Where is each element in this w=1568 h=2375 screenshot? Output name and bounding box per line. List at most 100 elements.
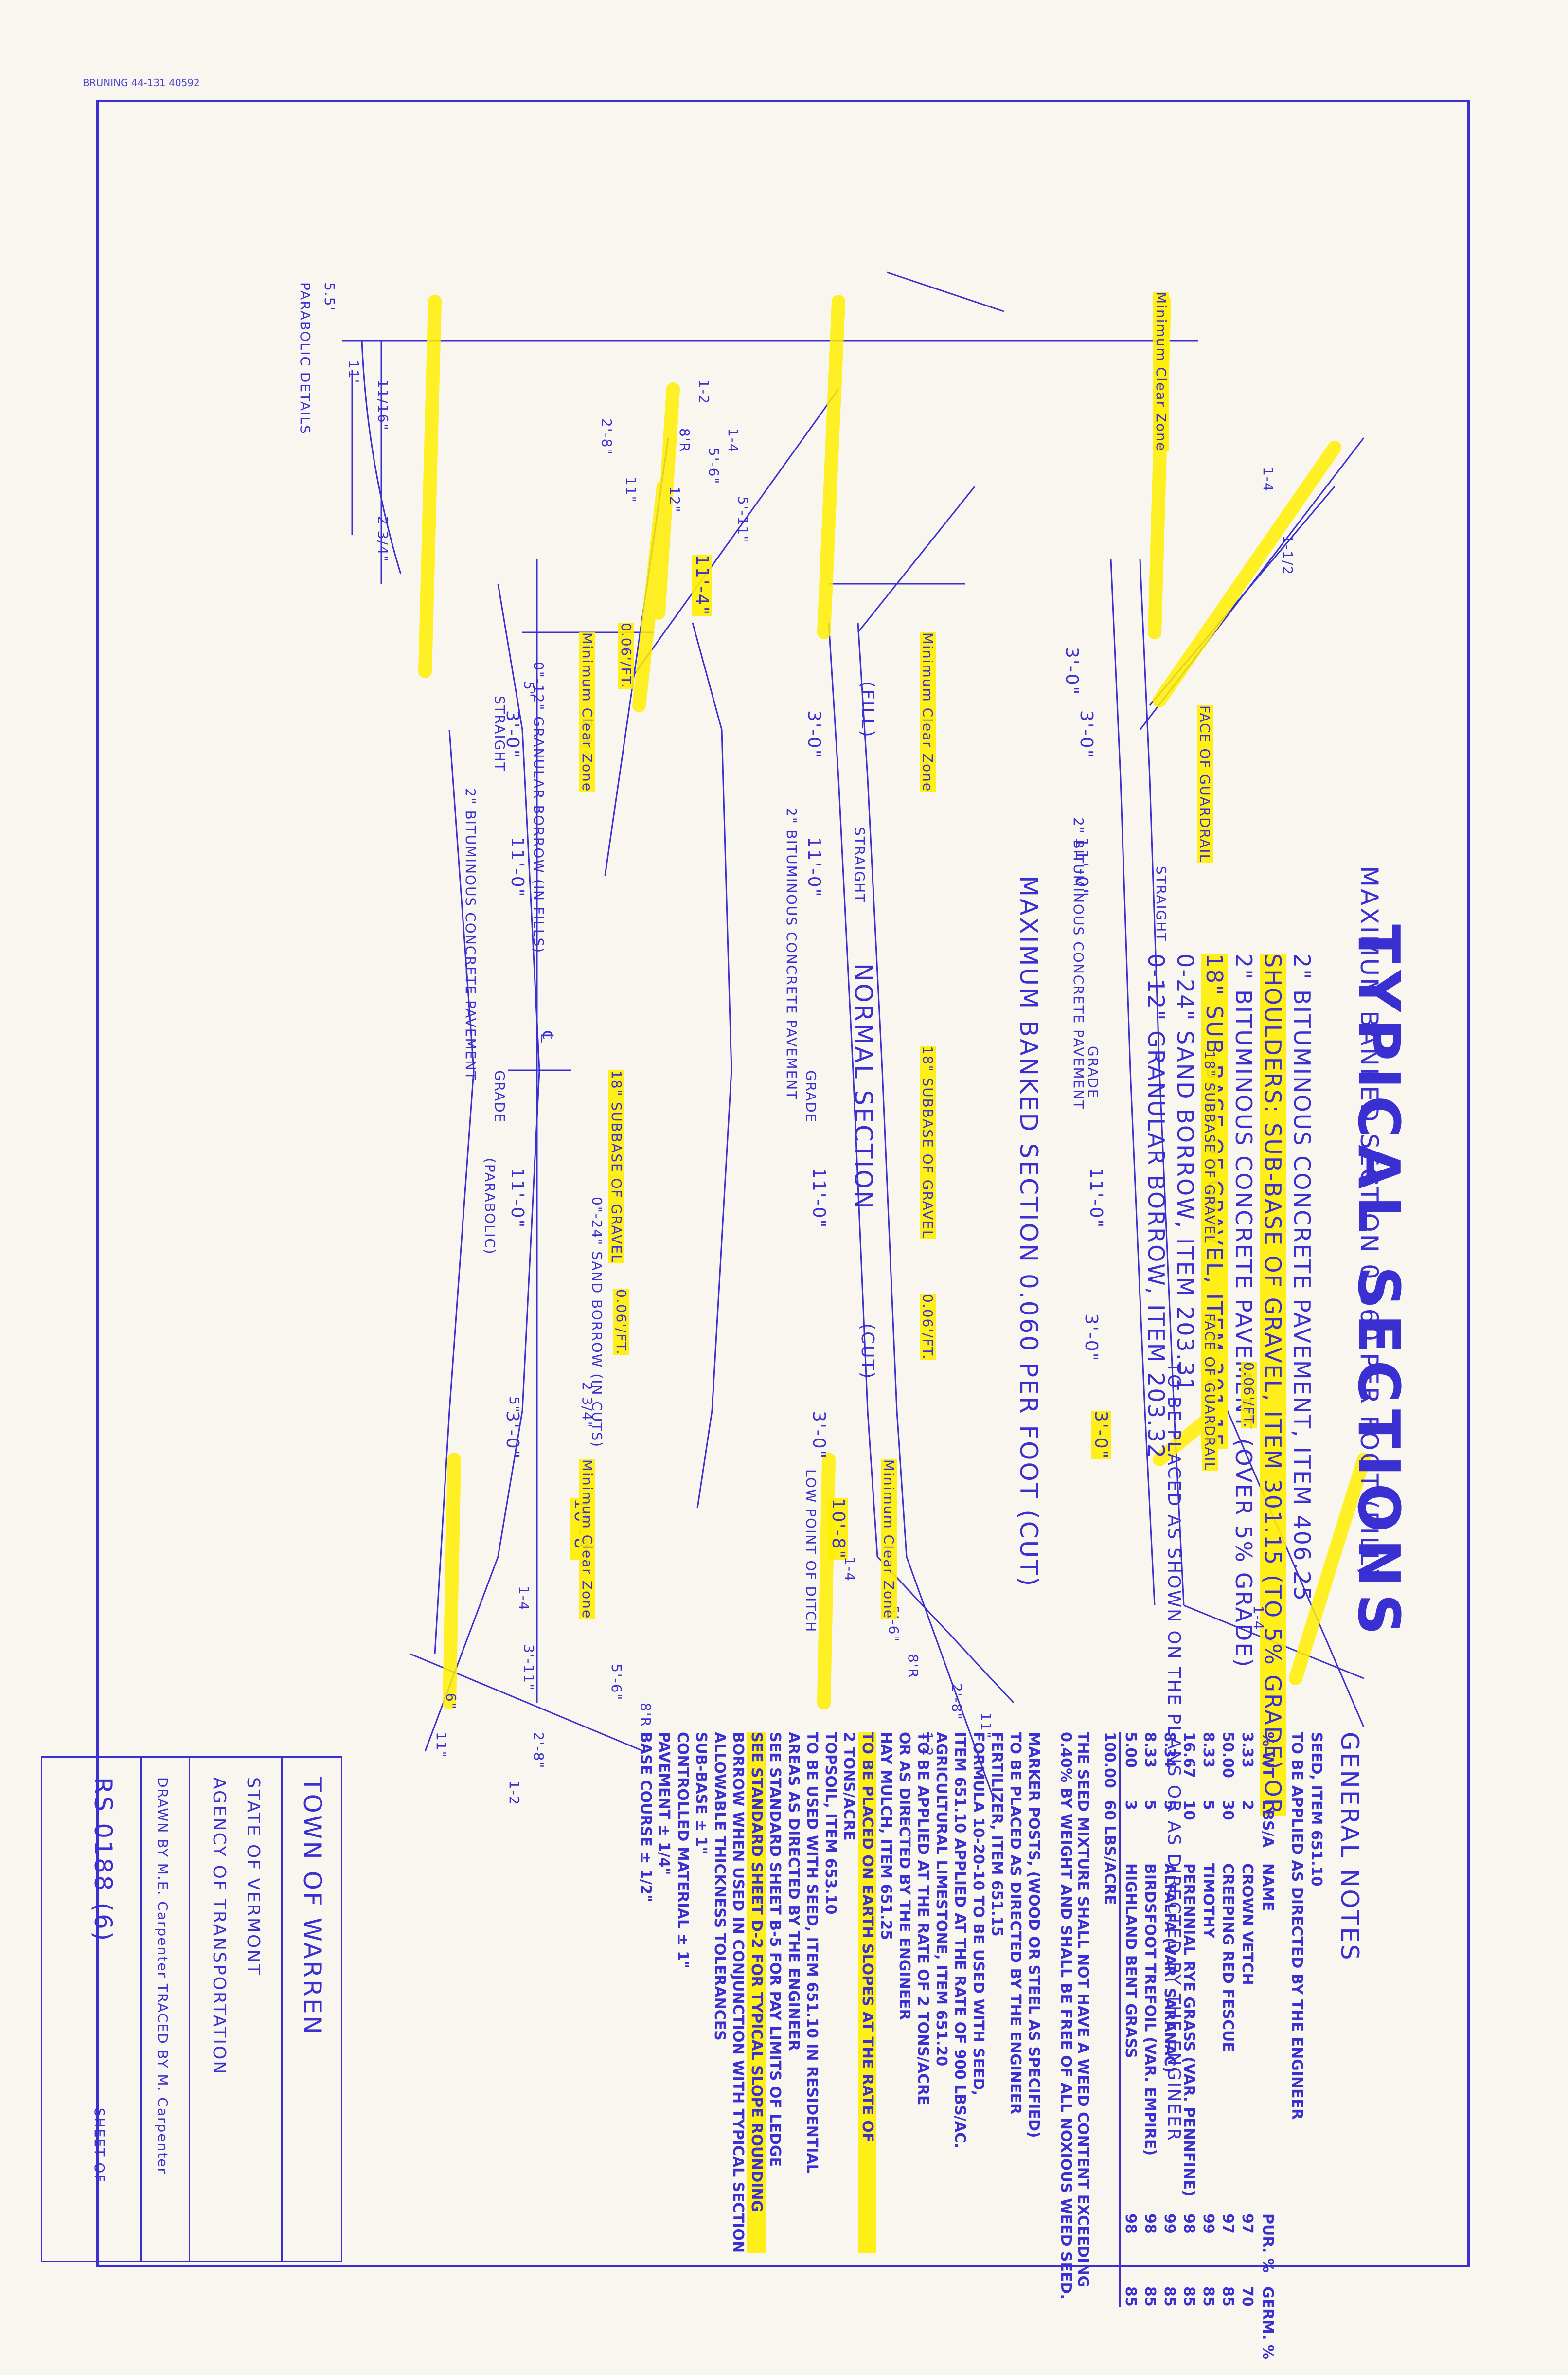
- guardrail-label-right: FACE OF GUARDRAIL: [1202, 1313, 1218, 1471]
- lane-dim-normal-left: 11'-0": [507, 837, 527, 899]
- grade-label-fill: GRADE: [1085, 1046, 1101, 1099]
- lane-dim-cut-left: 11'-0": [804, 837, 824, 899]
- weed-note: THE SEED MIXTURE SHALL NOT HAVE A WEED C…: [1057, 1732, 1091, 2300]
- parabolic-dim-4: 2 3/4": [375, 516, 391, 563]
- dim-d3-cut: 2'-8": [949, 1683, 965, 1721]
- seed-table: 3.332CROWN VETCH9770 50.0030CREEPING RED…: [1100, 1732, 1257, 2307]
- shoulder-dim-cut-right: 3'-0": [809, 1411, 829, 1460]
- sheet-border: [96, 100, 1470, 2267]
- clear-zone-cut: Minimum Clear Zone: [881, 1459, 897, 1619]
- header-name: NAME: [1259, 1863, 1276, 1911]
- lane-dim-fill-left: 11'-0": [1071, 837, 1091, 899]
- granular-borrow-label: 0"-12" GRANULAR BORROW (IN FILLS): [531, 662, 547, 954]
- centerline-mark: ℄: [536, 1031, 556, 1044]
- note-line: MARKER POSTS, (WOOD OR STEEL AS SPECIFIE…: [1025, 1732, 1042, 2138]
- grade-label-normal: GRADE: [492, 1070, 508, 1123]
- clear-zone-fill-left: Minimum Clear Zone: [920, 632, 936, 792]
- shoulder-dim-fill-left-b: 3'-0": [1076, 710, 1096, 759]
- note-line: SUB-BASE ± 1": [693, 1732, 710, 1854]
- slope-1-4-fill-left: 1-4: [1260, 467, 1276, 492]
- town-name: TOWN OF WARREN: [298, 1777, 326, 2036]
- note-line: ITEM 651.10 APPLIED AT THE RATE OF 900 L…: [951, 1732, 968, 2149]
- note-line: TO BE USED WITH SEED, ITEM 651.10 IN RES…: [803, 1732, 820, 2174]
- dim-d6-fill: 12": [667, 486, 683, 513]
- shoulder-dim-fill-right-a: 3'-0": [1081, 1313, 1101, 1363]
- dim-d4-fill: 8'R: [677, 428, 693, 453]
- seed-item: SEED, ITEM 651.10: [1308, 1732, 1325, 1887]
- title-block: TOWN OF WARREN STATE OF VERMONT AGENCY O…: [41, 1756, 342, 2262]
- dim-d3-normal: 2'-8": [531, 1732, 547, 1769]
- lane-dim-normal-right: 11'-0": [507, 1168, 527, 1229]
- note-line: FORMULA 10-20-10 TO BE USED WITH SEED,: [970, 1732, 987, 2096]
- lane-dim-fill-right: 11'-0": [1086, 1168, 1106, 1229]
- shoulder-dim-fill-right-b: 3'-0": [1091, 1411, 1111, 1460]
- notes-list: MARKER POSTS, (WOOD OR STEEL AS SPECIFIE…: [636, 1732, 1043, 2253]
- sheet-number: RS 0188 (6): [89, 1777, 117, 1943]
- fill-label: (FILL): [857, 681, 877, 738]
- dim-d1-normal: 5'-6": [608, 1664, 624, 1701]
- parabolic-label: (PARABOLIC): [482, 1158, 498, 1255]
- note-line: ALLOWABLE THICKNESS TOLERANCES: [711, 1732, 728, 2041]
- dim-d3-fill: 2'-8": [599, 418, 615, 456]
- clear-zone-normal-left: Minimum Clear Zone: [579, 632, 595, 792]
- table-row: 5.003HIGHLAND BENT GRASS9885: [1122, 1732, 1139, 2307]
- shoulder-dim-fill-left-a: 3'-0": [1062, 647, 1082, 696]
- parabolic-title: PARABOLIC DETAILS: [297, 282, 313, 435]
- dim-d8-fill: 11": [623, 477, 639, 504]
- header-wt: % WT: [1259, 1732, 1276, 1778]
- table-total: 100.0060 LBS/ACRE: [1100, 1732, 1121, 2307]
- pavement-label-normal: 2" BITUMINOUS CONCRETE PAVEMENT: [463, 788, 479, 1081]
- dim-d8-normal: 11": [433, 1732, 449, 1759]
- normal-section-title: NORMAL SECTION: [849, 963, 877, 1211]
- note-line: OR AS DIRECTED BY THE ENGINEER: [896, 1732, 913, 2020]
- slope-1-4-cut: 1-4: [842, 1557, 858, 1582]
- table-row: 8.345ALFALFA (VAR. SARANAC)9985: [1161, 1732, 1178, 2307]
- note-line: TOPSOIL, ITEM 653.10: [822, 1732, 839, 1915]
- slope-1-4-fill-right: 1-4: [1250, 1605, 1266, 1631]
- table-row: 16.6710PERENNIAL RYE GRASS (VAR. PENNFIN…: [1180, 1732, 1197, 2307]
- parabolic-dim-3: 11/16": [375, 379, 391, 431]
- corner-code: BRUNING 44-131 40592: [83, 77, 200, 89]
- cut-label: (CUT): [857, 1323, 877, 1380]
- drawn-by: DRAWN BY M.E. Carpenter TRACED BY M. Car…: [155, 1777, 171, 2175]
- agency-name: AGENCY OF TRANSPORTATION: [209, 1777, 229, 2076]
- slope-label-right: 0.06'/FT.: [613, 1289, 629, 1355]
- note-line: SEE STANDARD SHEET B-5 FOR PAY LIMITS OF…: [766, 1732, 784, 2167]
- fill-dim: 11'-4": [692, 555, 712, 616]
- general-notes-title: GENERAL NOTES: [1336, 1732, 1364, 1962]
- clear-zone-normal-right: Minimum Clear Zone: [579, 1459, 595, 1619]
- header-lbs: LBS/A: [1259, 1800, 1276, 1848]
- parabolic-dim-1: 5.5': [321, 282, 338, 312]
- banked-fill-title: MAXIMUM BANKED SECTION 0.060 PER FOOT (F…: [1355, 866, 1383, 1579]
- note-line: BORROW WHEN USED IN CONJUNCTION WITH TYP…: [730, 1732, 747, 2253]
- shoulder-dim-cut-left: 3'-0": [804, 710, 824, 759]
- note-line: TO BE APPLIED AT THE RATE OF 2 TONS/ACRE: [914, 1732, 931, 2105]
- slope-label-fill: 0.06'/FT.: [1241, 1362, 1257, 1428]
- slope-label-cut: 0.06'/FT.: [920, 1294, 936, 1360]
- note-line: BASE COURSE ± 1/2": [637, 1732, 654, 1903]
- seed-applied: TO BE APPLIED AS DIRECTED BY THE ENGINEE…: [1288, 1732, 1305, 2120]
- material-2: SHOULDERS: SUB-BASE OF GRAVEL, ITEM 301.…: [1260, 954, 1286, 1816]
- dim-d7-normal: 6": [443, 1693, 459, 1710]
- dim-d4-normal: 8'R: [638, 1703, 654, 1727]
- dim-d5: 3'-11": [521, 1644, 537, 1691]
- lane-dim-cut-right: 11'-0": [809, 1168, 829, 1229]
- banked-cut-title: MAXIMUM BANKED SECTION 0.060 PER FOOT (C…: [1015, 876, 1043, 1588]
- material-5: 0-24" SAND BORROW, ITEM 203.31: [1172, 954, 1198, 1393]
- table-row: 8.335BIRDSFOOT TREFOIL (VAR. EMPIRE)9885: [1141, 1732, 1158, 2307]
- slope-1-4-normal: 1-4: [516, 1586, 532, 1611]
- dim-d10-left: 5": [521, 681, 537, 698]
- straight-label-cut: STRAIGHT: [852, 827, 868, 903]
- material-3: 2" BITUMINOUS CONCRETE PAVEMENT (OVER 5%…: [1230, 954, 1257, 1669]
- pavement-label-cut: 2" BITUMINOUS CONCRETE PAVEMENT: [784, 808, 800, 1100]
- sheet-of: SHEET OF: [91, 2108, 107, 2183]
- note-line: PAVEMENT ± 1/4": [656, 1732, 673, 1875]
- ditch-dim-cut: 10'-8": [828, 1498, 848, 1560]
- note-line: SEE STANDARD SHEET D-2 FOR TYPICAL SLOPE…: [747, 1732, 766, 2253]
- grade-label-cut: GRADE: [803, 1070, 819, 1123]
- slope-1-2-fill: 1-2: [696, 379, 712, 405]
- dim-d4-cut: 8'R: [905, 1654, 921, 1679]
- subbase-label-normal: 18" SUBBASE OF GRAVEL: [608, 1070, 624, 1263]
- shoulder-dim-normal-right: 3'-0": [502, 1411, 522, 1460]
